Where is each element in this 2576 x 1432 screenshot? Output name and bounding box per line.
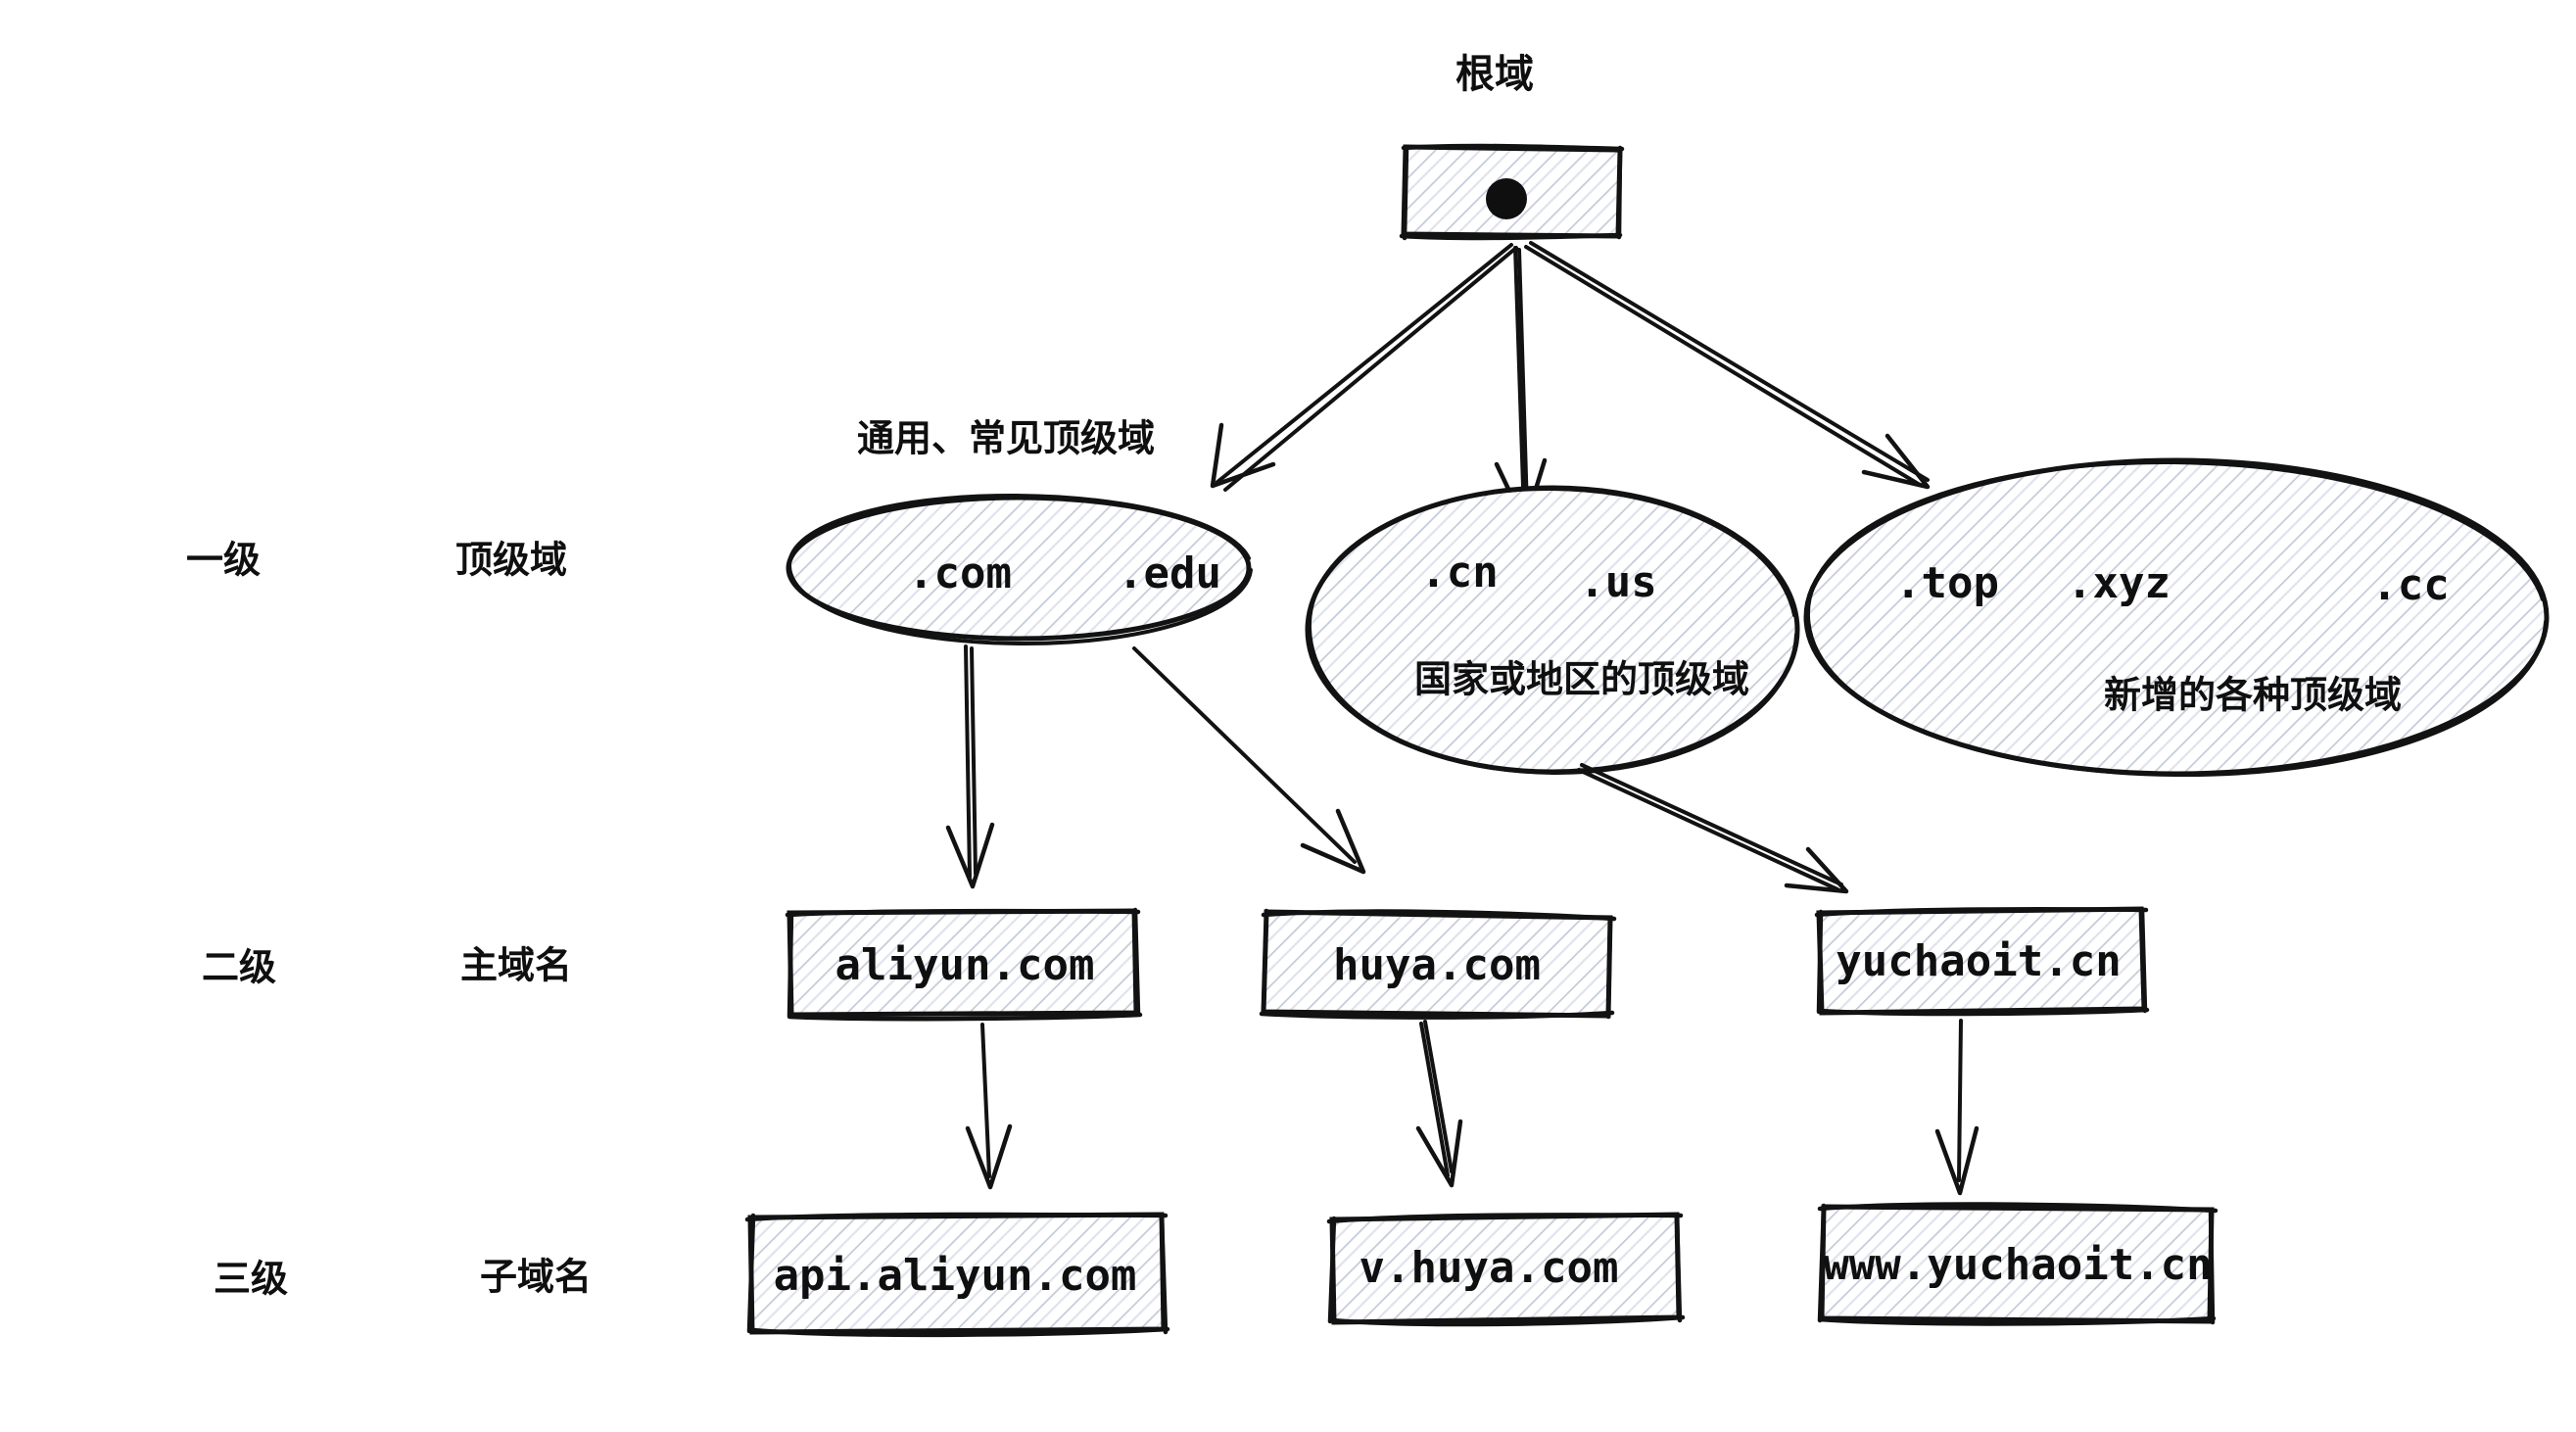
yuchaoit-box-sketch-edge bbox=[1814, 906, 2150, 1017]
arrow-root-to-generic-tld bbox=[1210, 243, 1518, 492]
arrow-generic-tld-to-aliyun bbox=[945, 644, 995, 889]
api-aliyun-box-sketch-edge bbox=[744, 1212, 1170, 1338]
third-level-label-v-huya: v.huya.com bbox=[1360, 1243, 1619, 1293]
third-level-box-v-huya: v.huya.com bbox=[1326, 1212, 1686, 1327]
second-level-box-yuchaoit: yuchaoit.cn bbox=[1814, 906, 2150, 1017]
arrow-yuchaoit-to-www-yuchaoit bbox=[1934, 1019, 1980, 1196]
arrow-country-tld-to-yuchaoit bbox=[1577, 763, 1849, 894]
www-yuchaoit-box-sketch-edge bbox=[1817, 1202, 2218, 1326]
level-kind-3: 子域名 bbox=[480, 1256, 592, 1299]
root-box-sketch-edge bbox=[1399, 143, 1625, 241]
tld-edu: .edu bbox=[1118, 549, 1221, 598]
generic-tld-caption: 通用、常见顶级域 bbox=[857, 417, 1155, 460]
third-level-box-api-aliyun: api.aliyun.com bbox=[744, 1212, 1170, 1338]
v-huya-box-sketch-edge bbox=[1326, 1212, 1686, 1327]
arrow-generic-tld-to-huya bbox=[1132, 646, 1366, 875]
arrow-aliyun-to-api-aliyun bbox=[965, 1023, 1013, 1190]
country-tld-inner-caption: 国家或地区的顶级域 bbox=[1414, 658, 1749, 701]
second-level-label-huya: huya.com bbox=[1333, 940, 1541, 990]
level-rank-2: 二级 bbox=[202, 946, 276, 989]
level-label-row-3: 三级 子域名 bbox=[214, 1256, 592, 1301]
arrow-root-to-new-tld bbox=[1524, 241, 1931, 490]
arrow-huya-to-v-huya bbox=[1415, 1020, 1463, 1188]
tld-cc: .cc bbox=[2371, 560, 2449, 610]
tld-com: .com bbox=[908, 549, 1012, 598]
level-kind-2: 主域名 bbox=[460, 944, 572, 987]
second-level-label-aliyun: aliyun.com bbox=[835, 940, 1095, 990]
root-domain-group: 根域 bbox=[1399, 52, 1625, 241]
generic-tld-ellipse-sketch bbox=[787, 493, 1253, 646]
root-dot-icon bbox=[1486, 178, 1527, 219]
third-level-label-www-yuchaoit: www.yuchaoit.cn bbox=[1823, 1240, 2212, 1290]
level-label-row-2: 二级 主域名 bbox=[202, 944, 572, 989]
new-tld-inner-caption: 新增的各种顶级域 bbox=[2104, 674, 2402, 717]
huya-box-sketch-edge bbox=[1259, 908, 1617, 1020]
new-tld-ellipse-sketch bbox=[1805, 459, 2548, 778]
level-rank-3: 三级 bbox=[214, 1258, 288, 1301]
tld-group-new: .top .xyz .cc 新增的各种顶级域 bbox=[1803, 457, 2550, 778]
second-level-box-huya: huya.com bbox=[1259, 908, 1617, 1020]
level-label-row-1: 一级 顶级域 bbox=[186, 539, 567, 582]
tld-us: .us bbox=[1579, 557, 1656, 607]
tld-xyz: .xyz bbox=[2067, 558, 2171, 608]
tld-cn: .cn bbox=[1420, 548, 1498, 597]
second-level-label-yuchaoit: yuchaoit.cn bbox=[1836, 936, 2121, 986]
tld-top: .top bbox=[1895, 558, 1999, 608]
level-rank-1: 一级 bbox=[186, 539, 261, 582]
arrow-root-to-country-tld bbox=[1494, 246, 1548, 527]
root-domain-caption: 根域 bbox=[1455, 52, 1534, 97]
tld-group-generic: 通用、常见顶级域 .com .edu bbox=[786, 417, 1253, 646]
second-level-box-aliyun: aliyun.com bbox=[785, 907, 1143, 1022]
third-level-box-www-yuchaoit: www.yuchaoit.cn bbox=[1817, 1202, 2218, 1326]
third-level-label-api-aliyun: api.aliyun.com bbox=[774, 1251, 1137, 1301]
country-tld-ellipse-sketch bbox=[1307, 486, 1798, 776]
tld-group-country: .cn .us 国家或地区的顶级域 bbox=[1305, 485, 1800, 776]
level-kind-1: 顶级域 bbox=[455, 539, 567, 582]
aliyun-box-sketch-edge bbox=[785, 907, 1143, 1022]
